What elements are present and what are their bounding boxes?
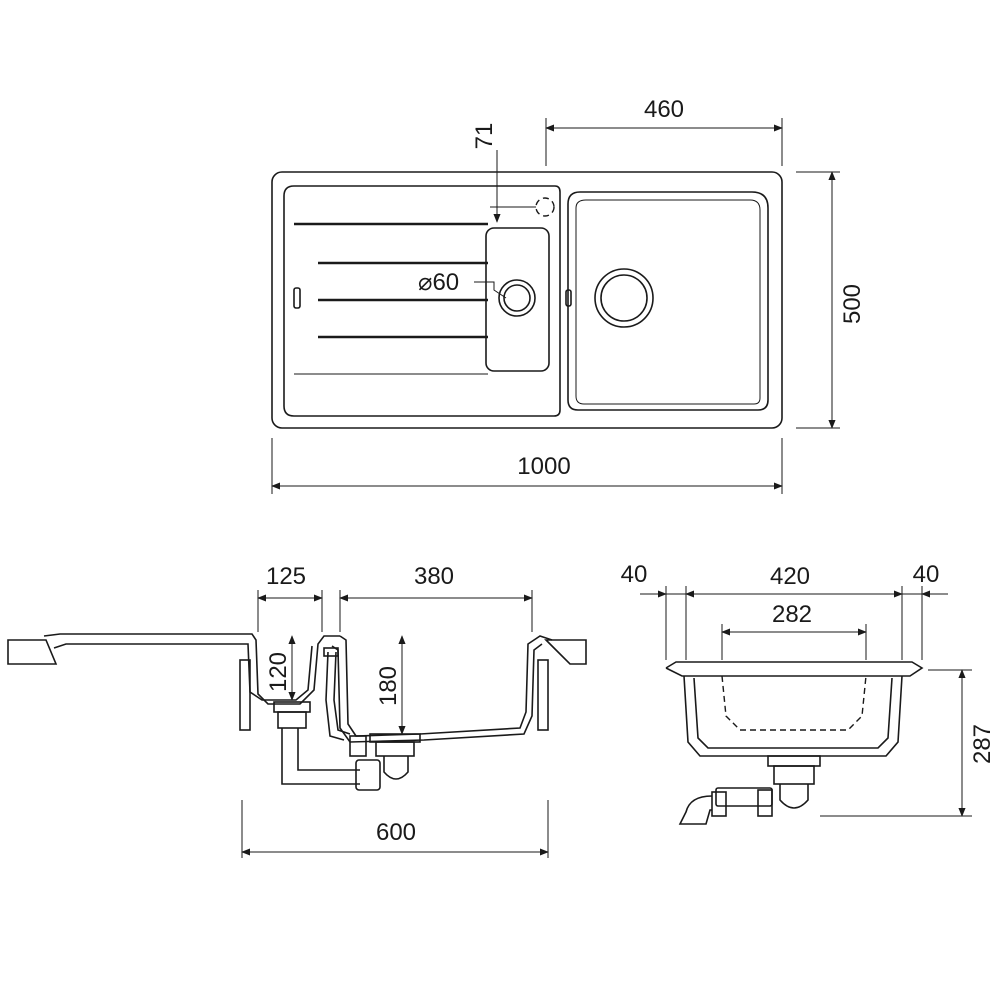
dim-top-bowl-width: 460 xyxy=(644,96,684,123)
front-elbow xyxy=(678,795,713,825)
dim-drainer-depth: 125 xyxy=(266,563,306,590)
bowl-profile xyxy=(339,635,553,737)
tap-hole xyxy=(535,197,555,217)
dim-rim-right: 40 xyxy=(913,561,940,588)
front-rim xyxy=(665,661,924,677)
small-drain-ring xyxy=(498,279,536,317)
top-view: 460 71 ⌀60 500 1000 xyxy=(271,96,866,494)
dim-total-depth: 287 xyxy=(969,724,996,764)
sink-outline xyxy=(271,171,783,429)
side-section-view: 125 380 120 180 600 xyxy=(7,563,587,858)
dim-tap-offset: 71 xyxy=(471,123,498,150)
drainer-area xyxy=(283,185,561,417)
dim-bowl-depth: 180 xyxy=(375,666,402,706)
siphon-trap xyxy=(383,756,409,780)
cabinet-wall-left xyxy=(239,659,251,731)
dim-height: 500 xyxy=(839,284,866,324)
countertop-right xyxy=(544,639,587,665)
countertop-left xyxy=(7,639,58,665)
dim-overall-width: 1000 xyxy=(517,453,570,480)
small-drain xyxy=(503,284,531,312)
dim-rim-left: 40 xyxy=(621,561,648,588)
front-bowl-hidden xyxy=(721,675,867,731)
dim-drain-diameter: ⌀60 xyxy=(418,269,459,296)
overflow-slot xyxy=(565,289,572,307)
overflow-slot xyxy=(293,287,301,309)
main-drain xyxy=(600,274,648,322)
overflow-pipe xyxy=(325,651,345,741)
dim-bowl-inner: 282 xyxy=(772,601,812,628)
dim-bowl-outer: 420 xyxy=(770,563,810,590)
small-bowl xyxy=(485,227,550,372)
main-bowl xyxy=(567,191,769,411)
dim-bowl-width-side: 380 xyxy=(414,563,454,590)
cabinet-wall-right xyxy=(537,659,549,731)
front-section-view: 40 420 40 282 287 xyxy=(621,561,996,825)
drainer-profile xyxy=(43,633,340,705)
front-bowl-outer xyxy=(683,675,903,757)
dim-drainer-height: 120 xyxy=(265,652,292,692)
front-waste-fitting xyxy=(767,755,821,767)
dim-cabinet-width: 600 xyxy=(376,819,416,846)
main-drain-ring xyxy=(594,268,654,328)
